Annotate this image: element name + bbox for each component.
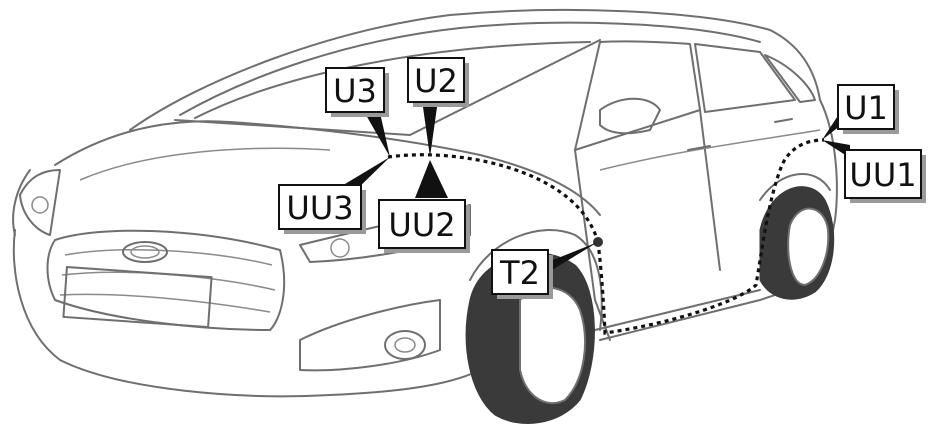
uu1-pointer <box>822 140 850 158</box>
label-uu3-text: UU3 <box>286 189 353 227</box>
label-t2: T2 <box>491 249 553 299</box>
u3-pointer <box>362 104 390 157</box>
label-u1-text: U1 <box>844 89 888 127</box>
label-uu1-text: UU1 <box>849 156 916 194</box>
label-u3: U3 <box>325 67 389 117</box>
label-uu3: UU3 <box>278 184 366 234</box>
label-u2: U2 <box>407 57 469 107</box>
label-uu2-text: UU2 <box>388 206 455 244</box>
label-u1: U1 <box>837 84 899 134</box>
front-wheel <box>519 286 586 405</box>
label-t2-text: T2 <box>499 254 540 292</box>
t2-pointer <box>548 242 598 270</box>
rear-wheel <box>787 207 830 287</box>
label-u2-text: U2 <box>414 62 458 100</box>
label-u3-text: U3 <box>333 72 377 110</box>
label-uu2: UU2 <box>378 199 470 253</box>
tires <box>465 186 835 424</box>
uu2-pointer <box>415 160 448 198</box>
label-uu1: UU1 <box>844 149 926 203</box>
u2-pointer <box>422 100 438 157</box>
